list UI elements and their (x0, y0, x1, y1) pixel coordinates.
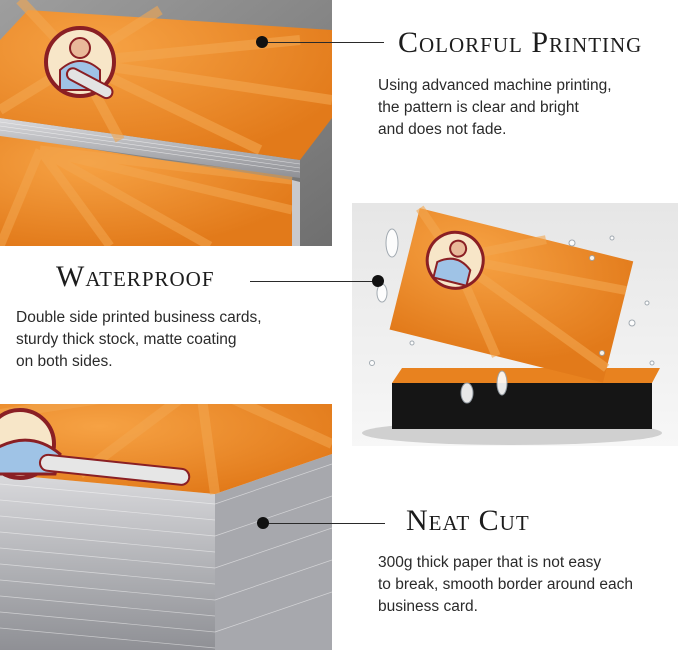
lumberjack-mascot-logo (44, 26, 116, 100)
callout-dot-colorful (256, 36, 268, 48)
product-photo-waterproof (352, 203, 678, 446)
product-photo-card-stack-top (0, 0, 332, 246)
card-stack-illustration (0, 0, 332, 246)
heading-neat-cut: Neat Cut (406, 504, 530, 537)
product-photo-neat-cut (0, 404, 332, 650)
lumberjack-mascot-logo-bottom (0, 408, 191, 486)
heading-colorful-printing: Colorful Printing (398, 26, 643, 59)
lumberjack-mascot-logo-mid (425, 230, 485, 290)
description-waterproof: Double side printed business cards, stur… (16, 309, 262, 370)
callout-dot-waterproof (372, 275, 384, 287)
callout-line-waterproof (250, 281, 376, 282)
callout-line-neat-cut (263, 523, 385, 524)
description-colorful-printing: Using advanced machine printing, the pat… (378, 77, 612, 138)
callout-dot-neat-cut (257, 517, 269, 529)
water-droplets (369, 228, 655, 404)
callout-line-colorful (262, 42, 384, 43)
description-neat-cut: 300g thick paper that is not easy to bre… (378, 554, 634, 615)
heading-waterproof: Waterproof (56, 260, 215, 293)
